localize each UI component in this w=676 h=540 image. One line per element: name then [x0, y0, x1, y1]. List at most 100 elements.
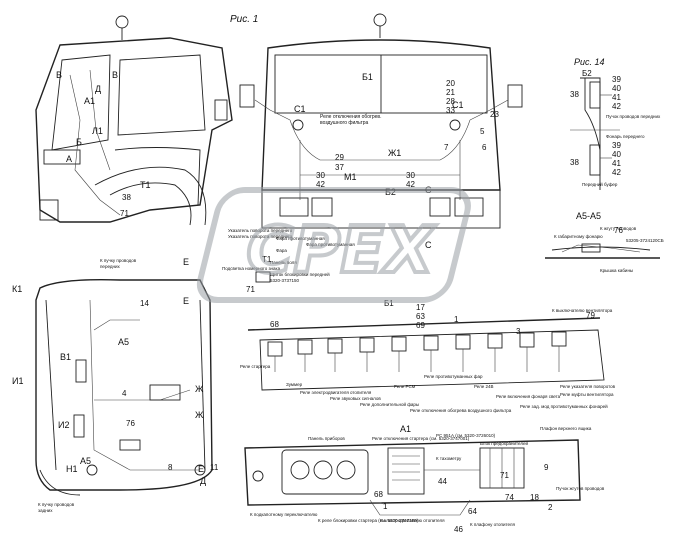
plan-letter-8: Ж	[195, 384, 204, 394]
watermark-text: CPEX	[247, 214, 437, 288]
plan-letter-1: К1	[12, 284, 22, 294]
panel-callout-3: Зуммер	[286, 382, 303, 387]
panel-num-2: 17	[416, 303, 425, 312]
ipanel-callout-2: Реле отключения стартера (см. 5320-37470…	[372, 436, 470, 441]
panel-callout-11: Реле включения фонаря света	[496, 394, 561, 399]
fig14-num-1: Б2	[582, 69, 592, 78]
ipanel-num-5: 18	[530, 493, 539, 502]
front-mid-6: 42	[406, 180, 415, 189]
watermark: CPEX	[196, 187, 471, 303]
plan-num-1: 14	[140, 299, 149, 308]
fig14-detail	[570, 77, 620, 190]
panel-callout-6: Реле дополнительной фары	[360, 401, 419, 407]
panel-callout-9: Реле отключения обогрева воздушного филь…	[410, 408, 512, 413]
panel-callout-12: Реле зад. мод противотуманных фонарей	[520, 403, 608, 409]
a5-callout-2: К жгуту проводов	[600, 226, 637, 231]
panel-num-8: 79	[586, 311, 595, 320]
ipanel-callout-9: К электродвигателю отопителя	[380, 518, 445, 523]
ipanel-num-2: 1	[383, 502, 388, 511]
ipanel-num-10: 2	[548, 503, 553, 512]
front-num-6: 5	[480, 127, 485, 136]
fig14-num-7: 38	[570, 158, 579, 167]
side-letter-4: А1	[84, 96, 95, 106]
panel-callout-13: Реле муфты вентилятора	[560, 392, 614, 397]
front-num-2: 21	[446, 88, 455, 97]
ipanel-callout-4: К тахометру	[436, 456, 462, 461]
side-letter-3: Д	[95, 84, 101, 94]
front-letter-1: Б1	[362, 72, 373, 82]
fig14-callout-2: Фонарь переднего	[606, 134, 645, 139]
ipanel-callout-5: Блок предохранителей	[480, 440, 528, 446]
ipanel-callout-3: РС 951А (см. 5320-3726010)	[436, 433, 496, 438]
side-letter-7: А	[66, 154, 72, 164]
panel-num-4: 69	[416, 321, 425, 330]
front-num-1: 20	[446, 79, 455, 88]
plan-letter-9: Ж	[195, 410, 204, 420]
panel-num-1: Б1	[384, 299, 394, 308]
front-letter-4: М1	[344, 172, 357, 182]
plan-letter-4: И2	[58, 420, 69, 430]
panel-callout-14: Реле указателя поворотов	[560, 384, 616, 389]
fig1-title: Рис. 1	[230, 14, 258, 25]
plan-num-4: 8	[168, 463, 173, 472]
fig14-num-6: 42	[612, 102, 621, 111]
fig14-num-3: 39	[612, 75, 621, 84]
ipanel-callout-11: Пучок жгутов проводов	[556, 486, 605, 491]
a5-callout-1: К габаритному фонарю	[554, 234, 603, 239]
ipanel-num-1: 68	[374, 490, 383, 499]
panel-num-3: 63	[416, 312, 425, 321]
plan-letter-3: И1	[12, 376, 23, 386]
panel-callout-7: Реле РСМ	[394, 384, 416, 389]
ipanel-num-9: 9	[544, 463, 549, 472]
ipanel-callout-1: Панель приборов	[308, 436, 345, 441]
side-letter-6: Б	[76, 137, 82, 147]
ipanel-num-6: 74	[505, 493, 514, 502]
plan-letter-5: Н1	[66, 464, 78, 474]
panel-num-7: 3	[516, 327, 521, 336]
front-callout-8: Щиток блокировки передней	[270, 271, 330, 277]
front-callout-9: 5320-3737150	[270, 278, 300, 283]
panel-callout-10: Реле 24В	[474, 384, 494, 389]
front-callout-4: Подсветка номерного знака	[222, 266, 281, 271]
fig14-callout-3: Передний буфер	[582, 181, 618, 187]
section-a5-detail	[545, 243, 660, 259]
fig14-num-8: 39	[612, 141, 621, 150]
front-mid-5: 30	[406, 171, 415, 180]
ipanel-num-4: 71	[500, 471, 509, 480]
panel-callout-5: Реле звуковых сигналов	[330, 396, 381, 401]
ipanel-num-7: 64	[468, 507, 477, 516]
plan-letter-6: А5	[80, 456, 91, 466]
panel-callout-4: Реле электродвигателя отопителя	[300, 390, 372, 395]
side-letter-8: Т1	[140, 180, 151, 190]
instrument-panel	[244, 439, 581, 516]
plan-letter-12: Е	[198, 464, 204, 474]
front-letter-9: Т1	[262, 255, 272, 264]
panel-callout-1: К выключателю вентилятора	[552, 308, 613, 313]
front-callout-6: Указатель поворота переднего	[228, 234, 293, 239]
fig14-title: Рис. 14	[574, 57, 605, 67]
panel-num-5: 68	[270, 320, 279, 329]
ipanel-callout-6: Плафон верхнего ящика	[540, 426, 592, 431]
ipanel-num-8: 46	[454, 525, 463, 534]
fig14-num-11: 42	[612, 168, 621, 177]
side-letter-10: 38	[122, 193, 131, 202]
front-num-5: 23	[490, 110, 499, 119]
ipanel-num-3: 44	[438, 477, 447, 486]
front-callout-2: Фара противотуманная	[276, 236, 325, 241]
front-num-7: 6	[482, 143, 487, 152]
front-callout-1: Указатель поворота переднего	[228, 228, 293, 233]
front-letter-8: С	[425, 240, 432, 250]
front-letter-10: 71	[246, 285, 255, 294]
a5-callout-3: 53205-3724120СБ	[626, 238, 664, 243]
section-a5-title: А5-А5	[576, 211, 601, 221]
front-mid-1: 29	[335, 153, 344, 162]
front-callout-7: Панель поля	[270, 260, 297, 265]
relay-panel	[247, 317, 605, 391]
plan-callout-2: передних	[100, 264, 120, 269]
fig14-num-10: 41	[612, 159, 621, 168]
plan-num-5: 11	[210, 463, 219, 472]
section-a1-title: А1	[400, 424, 411, 434]
ipanel-callout-10: К плафону отопителя	[470, 522, 515, 527]
